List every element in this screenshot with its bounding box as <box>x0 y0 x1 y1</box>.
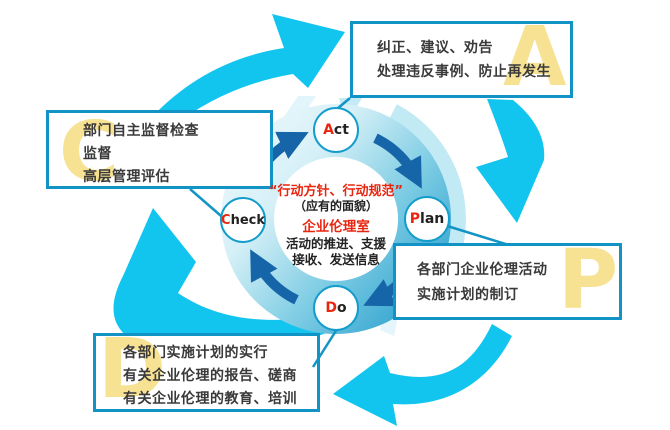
act-box: A 纠正、建议、劝告 处理违反事例、防止再发生 <box>350 17 573 99</box>
check-big-letter: C <box>59 105 119 200</box>
act-box-text: 纠正、建议、劝告 处理违反事例、防止再发生 <box>353 24 570 84</box>
act-node-initial: A <box>323 122 334 138</box>
plan-box-text: 各部门企业伦理活动 实施计划的制订 <box>396 246 619 308</box>
check-box-line: 高层管理评估 <box>83 169 170 185</box>
outer-arrow-do-to-check <box>113 208 348 354</box>
check-box: C 部门自主监督检查 监督 高层管理评估 <box>46 110 273 194</box>
act-big-letter: A <box>503 10 566 105</box>
act-box-line: 纠正、建议、劝告 <box>377 40 493 56</box>
inner-arrow-do-to-check <box>250 249 299 305</box>
outer-arrow-check-to-act <box>150 14 345 131</box>
outer-arrow-act-to-plan <box>476 99 545 223</box>
check-box-line: 部门自主监督检查 <box>83 123 199 139</box>
plan-box-line: 各部门企业伦理活动 <box>417 262 548 278</box>
do-node-rest: o <box>337 300 347 316</box>
check-box-text: 部门自主监督检查 监督 高层管理评估 <box>49 113 270 189</box>
center-support-line: 活动的推进、支援 <box>285 236 386 251</box>
plan-box-line: 实施计划的制订 <box>417 287 519 303</box>
center-office-line: 企业伦理室 <box>302 219 370 235</box>
check-node-rest: heck <box>230 212 265 228</box>
inner-arrow-act-to-plan <box>373 133 422 189</box>
plan-node-rest: lan <box>420 211 445 227</box>
outer-arrow-plan-to-do <box>333 324 512 426</box>
center-policy-line: “行动方针、行动规范” <box>268 184 404 199</box>
check-box-line: 监督 <box>83 146 112 162</box>
act-box-line: 处理违反事例、防止再发生 <box>377 64 551 80</box>
do-box-line: 有关企业伦理的教育、培训 <box>123 391 297 407</box>
do-box-line: 各部门实施计划的实行 <box>123 345 268 361</box>
act-node-rest: ct <box>333 122 349 138</box>
do-box-line: 有关企业伦理的报告、磋商 <box>123 368 297 384</box>
plan-big-letter: P <box>558 233 618 328</box>
do-box: D 各部门实施计划的实行 有关企业伦理的报告、磋商 有关企业伦理的教育、培训 <box>93 329 320 412</box>
connector-plan <box>443 223 510 247</box>
do-box-text: 各部门实施计划的实行 有关企业伦理的报告、磋商 有关企业伦理的教育、培训 <box>96 336 317 411</box>
center-info-line: 接收、发送信息 <box>292 251 380 267</box>
plan-node-initial: P <box>409 211 421 227</box>
center-subtitle-line: （应有的面貌） <box>293 199 378 213</box>
check-node-initial: C <box>221 212 231 228</box>
do-node-initial: D <box>325 300 337 316</box>
do-big-letter: D <box>98 322 166 417</box>
center-text-block: “行动方针、行动规范” （应有的面貌） 企业伦理室 活动的推进、支援 接收、发送… <box>236 184 436 267</box>
plan-box: P 各部门企业伦理活动 实施计划的制订 <box>393 233 622 328</box>
